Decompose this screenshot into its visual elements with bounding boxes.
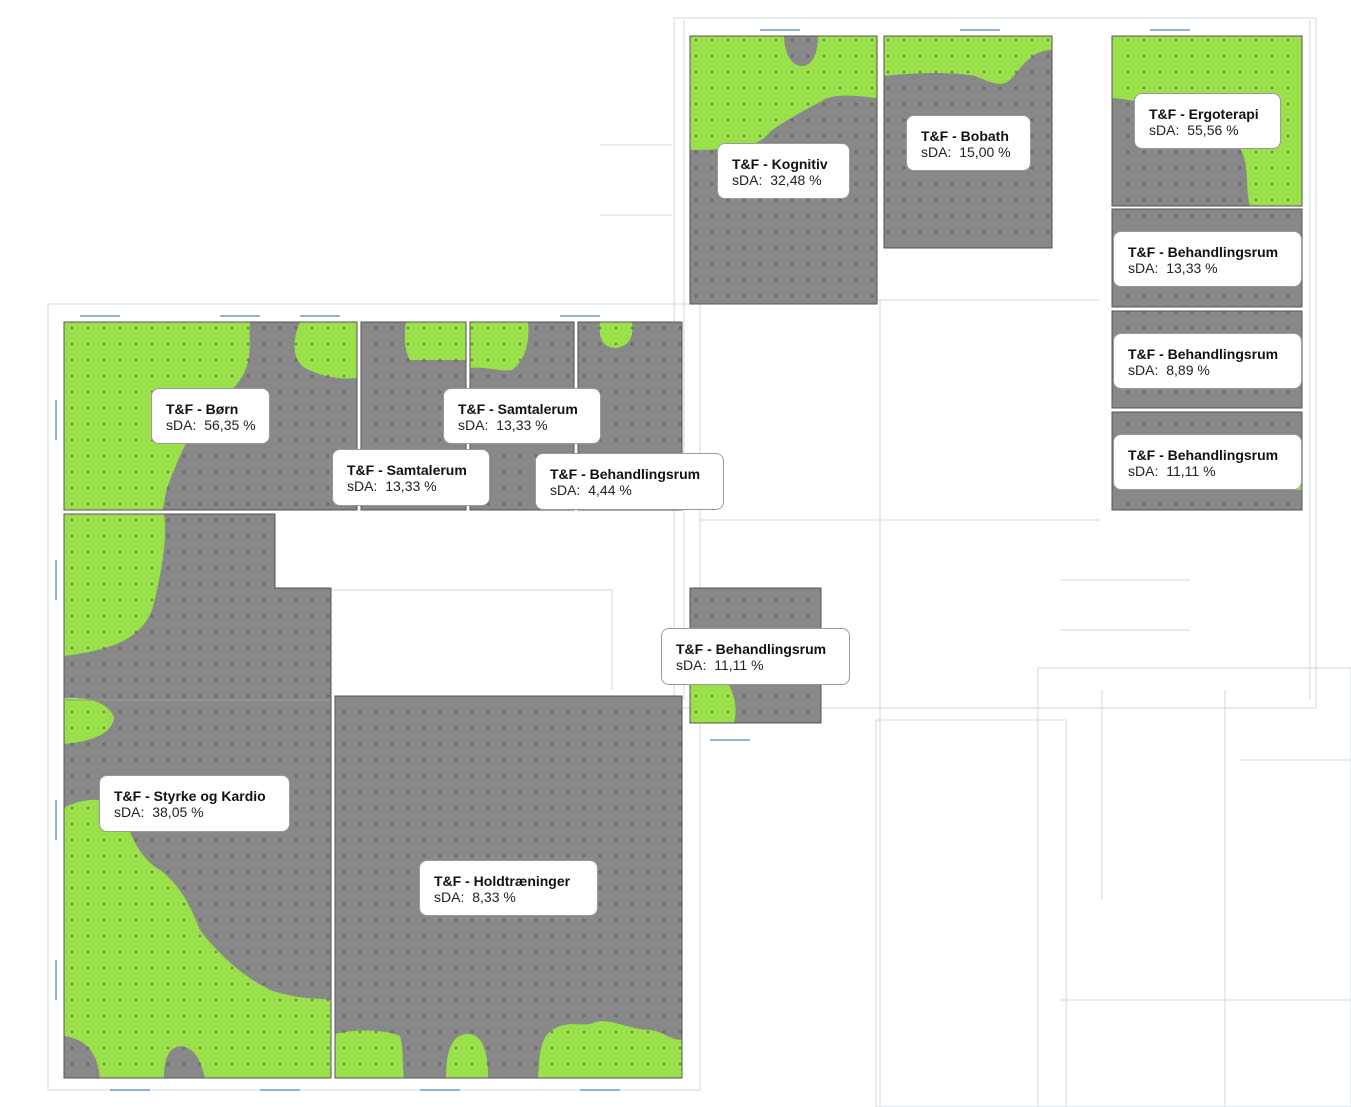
label-kognitiv[interactable]: T&F - Kognitiv sDA: 32,48 % [717,143,850,199]
building-linework [47,17,1351,1107]
label-behandling-c2[interactable]: T&F - Behandlingsrum sDA: 11,11 % [661,628,850,685]
room-sda: sDA: 8,89 % [1128,362,1210,378]
room-name: T&F - Holdtræninger [434,873,571,889]
room-name: T&F - Behandlingsrum [676,641,827,657]
room-sda: sDA: 55,56 % [1149,122,1239,138]
room-sda: sDA: 11,11 % [676,657,764,673]
room-sda: sDA: 8,33 % [434,889,516,905]
room-sda: sDA: 38,05 % [114,804,204,820]
label-behandling-r3[interactable]: T&F - Behandlingsrum sDA: 11,11 % [1113,434,1302,490]
room-name: T&F - Bobath [921,128,1009,144]
room-sda: sDA: 56,35 % [166,417,256,433]
label-holdtraening[interactable]: T&F - Holdtræninger sDA: 8,33 % [419,860,598,916]
room-born [63,321,358,511]
room-name: T&F - Samtalerum [347,462,467,478]
room-sda: sDA: 32,48 % [732,172,822,188]
room-name: T&F - Kognitiv [732,156,828,172]
room-sda: sDA: 4,44 % [550,482,632,498]
room-name: T&F - Behandlingsrum [1128,244,1279,260]
label-behandling-r1[interactable]: T&F - Behandlingsrum sDA: 13,33 % [1113,231,1302,287]
room-name: T&F - Ergoterapi [1149,106,1259,122]
label-samtale-1[interactable]: T&F - Samtalerum sDA: 13,33 % [443,388,601,444]
room-name: T&F - Behandlingsrum [1128,346,1279,362]
label-behandling-c1[interactable]: T&F - Behandlingsrum sDA: 4,44 % [535,453,724,510]
label-samtale-2[interactable]: T&F - Samtalerum sDA: 13,33 % [332,449,490,506]
room-name: T&F - Børn [166,401,239,417]
room-name: T&F - Samtalerum [458,401,578,417]
room-sda: sDA: 13,33 % [1128,260,1218,276]
label-ergoterapi[interactable]: T&F - Ergoterapi sDA: 55,56 % [1134,93,1281,149]
label-born[interactable]: T&F - Børn sDA: 56,35 % [151,388,270,444]
label-bobath[interactable]: T&F - Bobath sDA: 15,00 % [906,115,1031,171]
room-name: T&F - Behandlingsrum [550,466,701,482]
label-styrke[interactable]: T&F - Styrke og Kardio sDA: 38,05 % [99,775,290,832]
room-sda: sDA: 15,00 % [921,144,1011,160]
room-name: T&F - Styrke og Kardio [114,788,266,804]
room-sda: sDA: 13,33 % [347,478,437,494]
room-name: T&F - Behandlingsrum [1128,447,1279,463]
label-behandling-r2[interactable]: T&F - Behandlingsrum sDA: 8,89 % [1113,333,1302,389]
room-sda: sDA: 11,11 % [1128,463,1216,479]
room-sda: sDA: 13,33 % [458,417,548,433]
